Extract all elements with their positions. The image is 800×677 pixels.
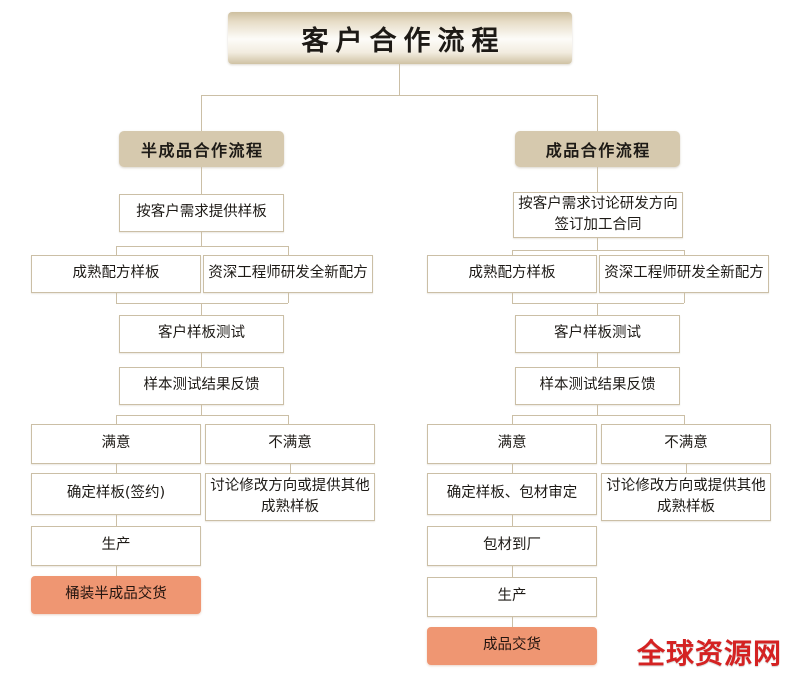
connector-l-step2-left-drop (116, 246, 117, 255)
connector-r-step2-left-up (512, 293, 513, 303)
connector-r-step4-stem (597, 405, 598, 415)
node-r-no-step1-label: 讨论修改方向或提供其他成熟样板 (606, 477, 766, 515)
connector-r-no-to-revise (686, 464, 687, 473)
node-r-step2-left-label: 成熟配方样板 (468, 265, 556, 282)
node-r-step3-label: 客户样板测试 (554, 325, 641, 342)
connector-l-yes-drop (116, 415, 117, 424)
connector-l-produce-to-terminal (116, 566, 117, 576)
node-l-terminal-label: 桶装半成品交货 (65, 586, 167, 603)
node-r-step3: 客户样板测试 (515, 315, 680, 353)
node-r-yes-step1: 确定样板、包材审定 (427, 473, 597, 515)
node-l-no-step1: 讨论修改方向或提供其他成熟样板 (205, 473, 375, 521)
node-l-yes-step1-label: 确定样板(签约) (66, 485, 166, 502)
connector-title-split (201, 95, 598, 96)
connector-title-stem (399, 64, 400, 95)
connector-l-sign-to-produce (116, 515, 117, 526)
connector-r-step2-left-drop (512, 250, 513, 255)
connector-l-no-to-revise (290, 464, 291, 473)
node-r-no: 不满意 (601, 424, 771, 464)
connector-r-step2-split (512, 250, 684, 251)
node-l-no: 不满意 (205, 424, 375, 464)
node-r-step2-right-label: 资深工程师研发全新配方 (604, 265, 764, 282)
connector-l-yes-to-sign (116, 464, 117, 473)
connector-r-decision-split (512, 415, 684, 416)
node-l-yes-step2: 生产 (31, 526, 201, 566)
connector-r-head-to-step1 (597, 167, 598, 192)
node-r-yes: 满意 (427, 424, 597, 464)
connector-r-no-drop (684, 415, 685, 424)
connector-r-yes-to-confirm (512, 464, 513, 473)
connector-l-step4-stem (201, 405, 202, 415)
node-l-no-step1-label: 讨论修改方向或提供其他成熟样板 (210, 477, 370, 515)
node-r-yes-step2: 包材到厂 (427, 526, 597, 566)
connector-r-merge-to-step3 (597, 303, 598, 315)
connector-l-no-drop (288, 415, 289, 424)
connector-l-step3-to-step4 (201, 353, 202, 367)
node-l-terminal: 桶装半成品交货 (31, 576, 201, 614)
node-l-step4: 样本测试结果反馈 (119, 367, 284, 405)
node-l-yes-step1: 确定样板(签约) (31, 473, 201, 515)
node-r-step2-right: 资深工程师研发全新配方 (599, 255, 769, 293)
connector-l-step2-merge (116, 303, 288, 304)
node-r-yes-step2-label: 包材到厂 (483, 537, 541, 554)
connector-l-head-to-step1 (201, 167, 202, 194)
node-r-step1-label: 按客户需求讨论研发方向 签订加工合同 (518, 195, 678, 233)
connector-l-step2-left-up (116, 293, 117, 303)
node-l-yes-step2-label: 生产 (101, 537, 131, 554)
node-r-yes-label: 满意 (497, 435, 527, 452)
connector-l-step2-right-drop (288, 246, 289, 255)
connector-r-step2-right-up (684, 293, 685, 303)
node-r-no-label: 不满意 (664, 435, 708, 452)
connector-r-yes-drop (512, 415, 513, 424)
connector-l-decision-split (116, 415, 288, 416)
node-l-step2-right-label: 资深工程师研发全新配方 (208, 265, 368, 282)
connector-r-packaging-to-produce (512, 566, 513, 577)
node-r-yes-step3-label: 生产 (497, 588, 527, 605)
connector-r-produce-to-terminal (512, 617, 513, 627)
node-r-step4-label: 样本测试结果反馈 (539, 377, 656, 394)
section-header-semi-finished: 半成品合作流程 (119, 131, 284, 167)
node-l-no-label: 不满意 (268, 435, 312, 452)
node-l-step3: 客户样板测试 (119, 315, 284, 353)
node-l-step1: 按客户需求提供样板 (119, 194, 284, 232)
node-l-step2-left: 成熟配方样板 (31, 255, 201, 293)
connector-r-confirm-to-packaging (512, 515, 513, 526)
section-header-semi-finished-label: 半成品合作流程 (140, 141, 264, 160)
diagram-title-banner: 客户合作流程 (228, 12, 572, 64)
connector-l-merge-to-step3 (201, 303, 202, 315)
diagram-title: 客户合作流程 (301, 25, 506, 57)
node-r-yes-step1-label: 确定样板、包材审定 (446, 485, 578, 502)
node-l-step2-left-label: 成熟配方样板 (72, 265, 160, 282)
connector-l-step2-right-up (288, 293, 289, 303)
connector-r-step3-to-step4 (597, 353, 598, 367)
node-r-yes-step3: 生产 (427, 577, 597, 617)
connector-l-step1-stem (201, 232, 202, 246)
node-r-terminal-label: 成品交货 (483, 637, 541, 654)
node-r-no-step1: 讨论修改方向或提供其他成熟样板 (601, 473, 771, 521)
node-r-step1: 按客户需求讨论研发方向 签订加工合同 (513, 192, 683, 238)
node-r-terminal: 成品交货 (427, 627, 597, 665)
node-l-step4-label: 样本测试结果反馈 (143, 377, 260, 394)
connector-r-step2-merge (512, 303, 684, 304)
connector-left-branch-drop (201, 95, 202, 131)
node-r-step2-left: 成熟配方样板 (427, 255, 597, 293)
node-l-yes: 满意 (31, 424, 201, 464)
connector-r-step1-stem (597, 238, 598, 250)
node-r-step4: 样本测试结果反馈 (515, 367, 680, 405)
connector-l-step2-split (116, 246, 288, 247)
node-l-yes-label: 满意 (101, 435, 131, 452)
watermark-logo: 全球资源网 (637, 637, 783, 670)
section-header-finished: 成品合作流程 (515, 131, 680, 167)
node-l-step3-label: 客户样板测试 (158, 325, 245, 342)
connector-right-branch-drop (597, 95, 598, 131)
node-l-step1-label: 按客户需求提供样板 (136, 204, 267, 221)
connector-r-step2-right-drop (684, 250, 685, 255)
node-l-step2-right: 资深工程师研发全新配方 (203, 255, 373, 293)
section-header-finished-label: 成品合作流程 (545, 141, 651, 160)
